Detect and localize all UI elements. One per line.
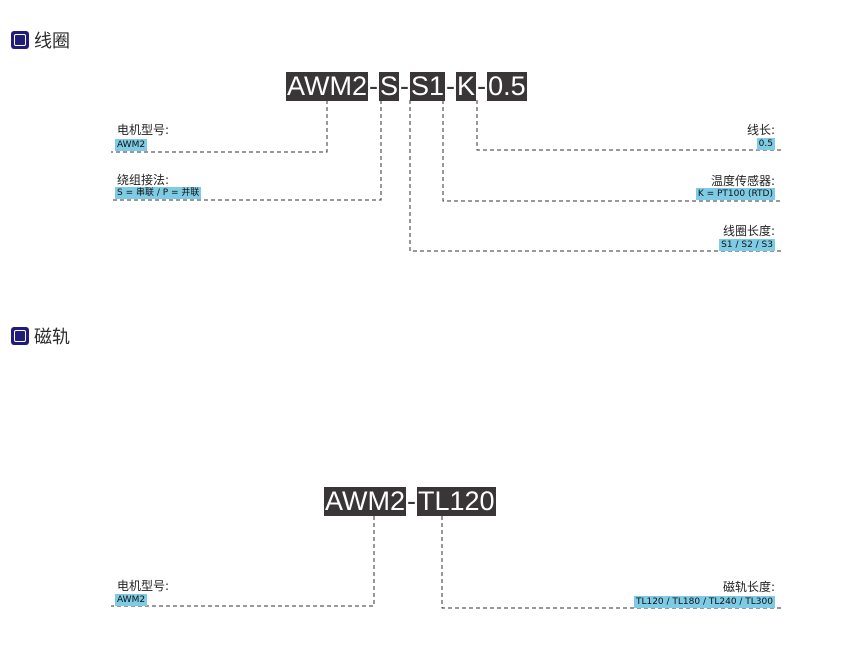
leader-sensor	[442, 100, 781, 202]
field-value: K = PT100 (RTD)	[695, 188, 775, 200]
track-code: AWM2- TL120	[324, 486, 496, 516]
code-seg: S1	[410, 71, 446, 101]
code-seg: TL120	[417, 486, 496, 516]
code-seg: S	[379, 71, 400, 101]
field-label: 温度传感器:	[710, 174, 775, 188]
code-seg: 0.5	[487, 71, 527, 101]
track-title: 磁轨	[34, 327, 70, 348]
code-sep: -	[369, 71, 378, 101]
field-label: 磁轨长度:	[722, 580, 775, 594]
coil-header: 线圈	[11, 27, 70, 53]
track-header: 磁轨	[11, 323, 70, 349]
leader-wire-length	[476, 100, 781, 151]
field-label: 线圈长度:	[722, 224, 775, 238]
leader-winding	[111, 100, 382, 201]
field-label: 电机型号:	[117, 579, 170, 593]
field-value: S1 / S2 / S3	[719, 239, 775, 251]
field-value: 0.5	[756, 138, 775, 150]
field-value: AWM2	[115, 139, 148, 151]
code-sep: -	[407, 486, 416, 516]
field-label: 线长:	[746, 123, 775, 137]
field-value: TL120 / TL180 / TL240 / TL300	[633, 596, 775, 608]
leader-track-length	[441, 516, 781, 609]
coil-icon	[11, 31, 29, 49]
field-label: 电机型号:	[117, 123, 170, 137]
field-value: S = 串联 / P = 并联	[115, 187, 202, 199]
field-label: 绕组接法:	[117, 173, 170, 187]
leader-track-motor	[111, 516, 375, 607]
leader-motor	[111, 100, 328, 153]
code-sep: -	[446, 71, 456, 101]
coil-code: AWM2- S- S1- K- 0.5	[286, 71, 527, 101]
code-sep: -	[477, 71, 487, 101]
field-value: AWM2	[115, 594, 148, 606]
leader-coil-length	[409, 100, 781, 252]
track-icon	[11, 327, 29, 345]
coil-title: 线圈	[34, 31, 70, 52]
code-seg: AWM2	[324, 486, 406, 516]
code-sep: -	[400, 71, 410, 101]
code-seg: AWM2	[286, 71, 368, 101]
code-seg: K	[456, 71, 477, 101]
